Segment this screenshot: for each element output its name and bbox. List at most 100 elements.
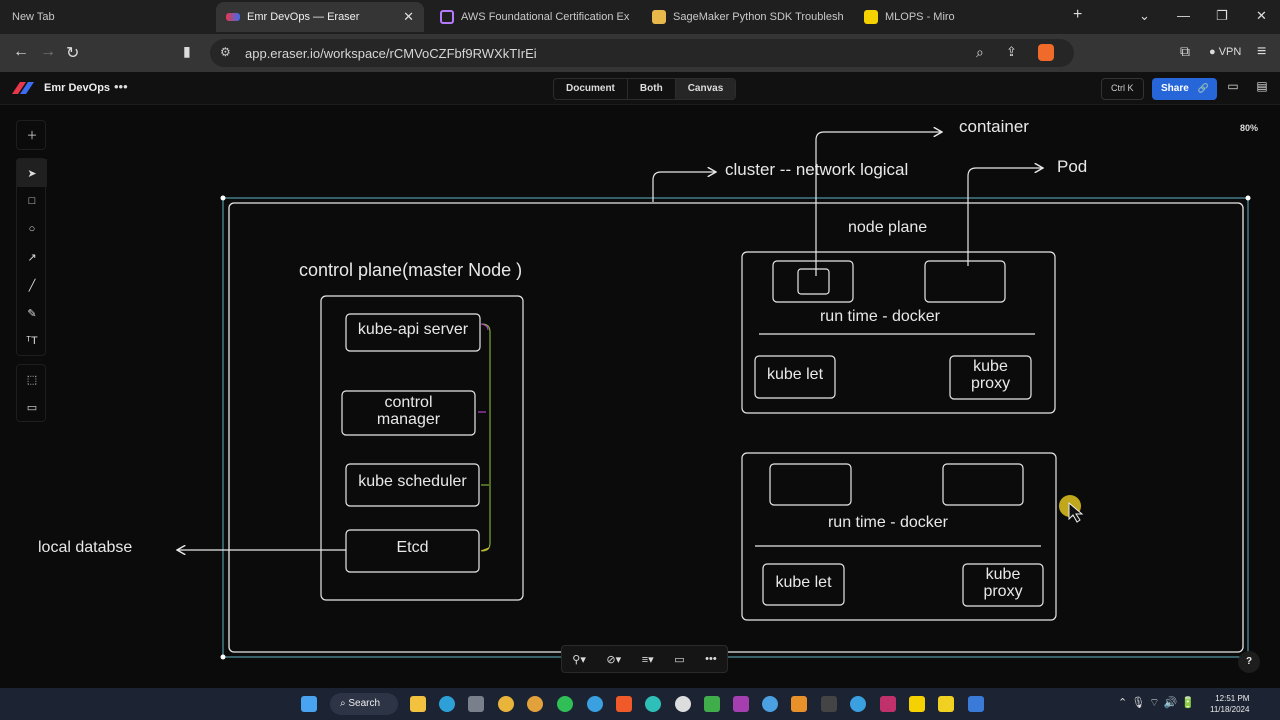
store-icon[interactable] bbox=[468, 696, 484, 712]
chevron-down-icon[interactable]: ⌄ bbox=[1139, 8, 1150, 23]
vpn-button[interactable]: ● VPN bbox=[1209, 46, 1242, 58]
zoom-level[interactable]: 80% bbox=[1240, 123, 1259, 133]
reload-icon[interactable]: ↻ bbox=[66, 45, 80, 62]
chrome-icon[interactable] bbox=[498, 696, 514, 712]
node-2-kubeproxy-label[interactable]: kube proxy bbox=[983, 566, 1023, 600]
tab-new-tab[interactable]: New Tab bbox=[2, 2, 212, 32]
more-icon[interactable]: ••• bbox=[705, 653, 717, 665]
taskbar-search[interactable]: ⌕ Search bbox=[330, 693, 398, 715]
frame-tool-icon[interactable]: ⬚ bbox=[26, 373, 38, 386]
close-icon[interactable]: ✕ bbox=[403, 9, 414, 24]
edge-icon[interactable] bbox=[439, 696, 455, 712]
zoom-lens-icon[interactable]: ⌕ bbox=[976, 44, 984, 60]
kube-api-server-box[interactable] bbox=[345, 313, 481, 352]
node-2-kubeproxy-box[interactable] bbox=[962, 563, 1044, 607]
address-bar[interactable]: ⚙ app.eraser.io/workspace/rCMVoCZFbf9RWX… bbox=[210, 39, 1074, 67]
plus-icon[interactable]: + bbox=[1073, 6, 1083, 23]
node-2-box[interactable] bbox=[741, 452, 1057, 621]
node-1-pod-a[interactable] bbox=[772, 260, 854, 303]
close-window-icon[interactable]: ✕ bbox=[1256, 8, 1267, 23]
control-plane-box[interactable] bbox=[320, 295, 524, 601]
add-icon[interactable]: ＋ bbox=[26, 130, 38, 142]
comment-tool-icon[interactable]: ▭ bbox=[26, 401, 38, 414]
connector-style-icon[interactable]: ⚲▾ bbox=[572, 653, 586, 666]
container-arrow[interactable] bbox=[815, 132, 942, 276]
onenote-icon[interactable] bbox=[733, 696, 749, 712]
vscode-icon[interactable] bbox=[968, 696, 984, 712]
pod-label[interactable]: Pod bbox=[1057, 157, 1088, 176]
sticky-notes-icon[interactable] bbox=[938, 696, 954, 712]
miro-icon[interactable] bbox=[909, 696, 925, 712]
brave-shield-icon[interactable] bbox=[1038, 44, 1054, 61]
photos-icon[interactable] bbox=[791, 696, 807, 712]
system-tray[interactable]: ⌃🎙⌔🔊🔋 bbox=[1118, 697, 1199, 709]
site-settings-icon[interactable]: ⚙ bbox=[220, 45, 231, 59]
chrome-profile-icon[interactable] bbox=[527, 696, 543, 712]
edge-dev-icon[interactable] bbox=[645, 696, 661, 712]
etcd-label[interactable]: Etcd bbox=[396, 539, 429, 556]
rectangle-tool-icon[interactable]: □ bbox=[28, 195, 36, 207]
node-1-kubeproxy-box[interactable] bbox=[949, 355, 1032, 400]
document-title[interactable]: Emr DevOps bbox=[44, 82, 111, 94]
node-1-runtime-label[interactable]: run time - docker bbox=[819, 308, 941, 325]
etcd-box[interactable] bbox=[345, 529, 480, 573]
tab-sagemaker[interactable]: SageMaker Python SDK Troublesh bbox=[642, 2, 850, 32]
tab-miro[interactable]: MLOPS - Miro bbox=[854, 2, 1054, 32]
back-icon[interactable]: ← bbox=[13, 43, 29, 60]
node-1-kubelet-box[interactable] bbox=[754, 355, 836, 399]
control-manager-box[interactable] bbox=[341, 390, 476, 436]
stroke-style-icon[interactable]: ⊘▾ bbox=[606, 653, 622, 666]
kube-scheduler-label[interactable]: kube scheduler bbox=[358, 473, 467, 490]
node-2-pod-b[interactable] bbox=[942, 463, 1024, 506]
node-1-kubelet-label[interactable]: kube let bbox=[766, 366, 824, 383]
cluster-frame[interactable] bbox=[228, 202, 1244, 653]
ellipse-tool-icon[interactable]: ○ bbox=[28, 223, 36, 235]
share-page-icon[interactable]: ⇪ bbox=[1006, 44, 1017, 59]
arrow-tool-icon[interactable]: ↗ bbox=[27, 251, 37, 264]
bookmark-icon[interactable]: ▮ bbox=[183, 43, 191, 59]
minimize-icon[interactable]: — bbox=[1177, 8, 1190, 23]
globe-icon[interactable] bbox=[762, 696, 778, 712]
share-button[interactable]: Share 🔗 bbox=[1152, 78, 1217, 100]
brave-icon[interactable] bbox=[616, 696, 632, 712]
node-2-pod-a[interactable] bbox=[769, 463, 852, 506]
chrome-alt-icon[interactable] bbox=[587, 696, 603, 712]
chrome-second-icon[interactable] bbox=[850, 696, 866, 712]
pod-arrow[interactable] bbox=[967, 168, 1043, 266]
node-1-kubeproxy-label[interactable]: kube proxy bbox=[970, 358, 1011, 392]
cluster-arrow[interactable] bbox=[652, 172, 716, 202]
control-manager-label[interactable]: control manager bbox=[376, 394, 441, 428]
node-1-pod-b[interactable] bbox=[924, 260, 1006, 303]
node-2-kubelet-box[interactable] bbox=[762, 563, 845, 606]
start-icon[interactable] bbox=[301, 696, 317, 712]
notion-icon[interactable] bbox=[880, 696, 896, 712]
node-1-box[interactable] bbox=[741, 251, 1056, 414]
node-2-kubelet-label[interactable]: kube let bbox=[775, 574, 832, 591]
node-2-runtime-label[interactable]: run time - docker bbox=[827, 514, 949, 531]
view-canvas-button[interactable]: Canvas bbox=[675, 79, 736, 99]
container-box[interactable] bbox=[797, 268, 830, 295]
local-db-label[interactable]: local databse bbox=[38, 539, 133, 556]
kube-api-server-label[interactable]: kube-api server bbox=[357, 321, 469, 338]
select-tool-icon[interactable]: ➤ bbox=[17, 159, 47, 187]
forward-icon[interactable]: → bbox=[40, 43, 56, 60]
canvas[interactable]: ＋ ➤ □ ○ ↗ ╱ ✎ ᵀT ⬚ ▭ 80% bbox=[0, 106, 1280, 688]
clock[interactable]: 12:51 PM 11/18/2024 bbox=[1210, 693, 1249, 715]
tab-eraser[interactable]: Emr DevOps — Eraser ✕ bbox=[216, 2, 424, 32]
container-label[interactable]: container bbox=[959, 117, 1029, 136]
panel-icon[interactable]: ▤ bbox=[1256, 79, 1268, 93]
file-explorer-icon[interactable] bbox=[410, 696, 426, 712]
terminal-icon[interactable] bbox=[821, 696, 837, 712]
line-tool-icon[interactable]: ╱ bbox=[28, 279, 36, 292]
tab-aws[interactable]: AWS Foundational Certification Ex bbox=[430, 2, 638, 32]
cluster-label[interactable]: cluster -- network logical bbox=[725, 160, 909, 179]
node-plane-label[interactable]: node plane bbox=[848, 219, 928, 236]
kube-scheduler-box[interactable] bbox=[345, 463, 480, 507]
view-document-button[interactable]: Document bbox=[554, 79, 628, 99]
command-palette-button[interactable]: Ctrl K bbox=[1101, 78, 1144, 100]
align-icon[interactable]: ≡▾ bbox=[641, 653, 654, 666]
control-plane-title[interactable]: control plane(master Node ) bbox=[299, 260, 523, 280]
extensions-icon[interactable]: ⧉ bbox=[1180, 43, 1190, 59]
notepad-icon[interactable] bbox=[704, 696, 720, 712]
text-tool-icon[interactable]: ᵀT bbox=[26, 335, 38, 347]
